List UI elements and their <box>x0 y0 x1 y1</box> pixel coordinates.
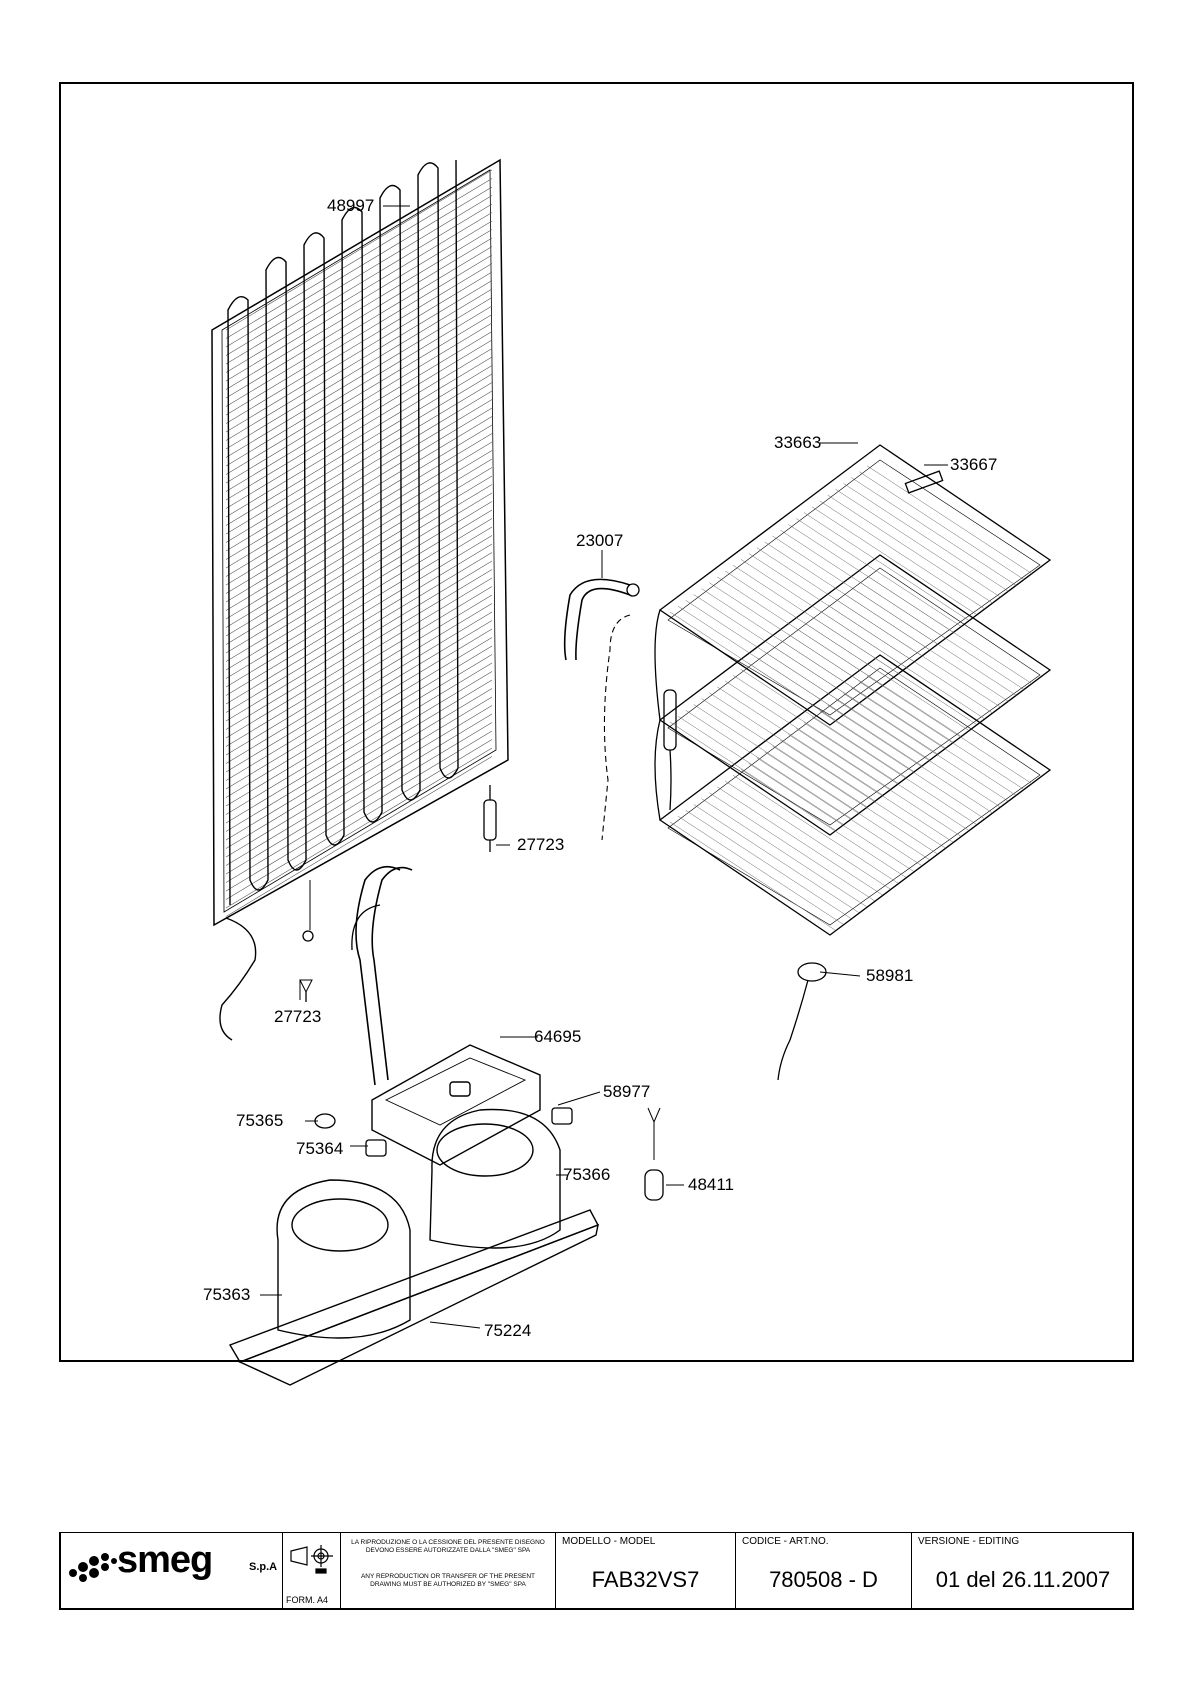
base-plate <box>228 1209 599 1386</box>
callout-75366: 75366 <box>563 1165 611 1184</box>
code-label: CODICE - ART.NO. <box>742 1536 829 1547</box>
leader-lines <box>260 205 948 1329</box>
connector-58977 <box>551 1107 573 1125</box>
brand-name: smeg <box>117 1539 213 1581</box>
smeg-logo: smeg S.p.A <box>65 1539 285 1599</box>
callout-64695: 64695 <box>534 1027 582 1046</box>
thermostat <box>777 962 827 1081</box>
callout-27723-valve: 27723 <box>274 1007 322 1026</box>
notice-italian: LA RIPRODUZIONE O LA CESSIONE DEL PRESEN… <box>351 1539 545 1554</box>
callout-33667: 33667 <box>950 455 998 474</box>
title-block: smeg S.p.A FORM. A4 LA RIPRODUZIONE O LA… <box>59 1532 1134 1610</box>
callout-27723-drier: 27723 <box>517 835 565 854</box>
callout-75364: 75364 <box>296 1139 344 1158</box>
model-value: FAB32VS7 <box>591 1567 700 1592</box>
drier-filter <box>483 785 497 852</box>
drip-tray <box>371 1044 541 1166</box>
model-cell: MODELLO - MODEL FAB32VS7 <box>555 1533 735 1608</box>
code-cell: CODICE - ART.NO. 780508 - D <box>735 1533 911 1608</box>
capacitor <box>644 1169 664 1201</box>
version-label: VERSIONE - EDITING <box>918 1536 1020 1547</box>
smeg-dots-logo-icon <box>69 1553 117 1582</box>
third-angle-projection-icon <box>290 1545 333 1574</box>
callout-75365: 75365 <box>236 1111 284 1130</box>
form-label: FORM. A4 <box>286 1595 329 1605</box>
notice-cell: LA RIPRODUZIONE O LA CESSIONE DEL PRESEN… <box>340 1533 555 1608</box>
callout-75224: 75224 <box>484 1321 532 1340</box>
callout-48997: 48997 <box>327 196 375 215</box>
model-label: MODELLO - MODEL <box>562 1536 656 1547</box>
compressor-left <box>276 1179 411 1339</box>
callout-23007: 23007 <box>576 531 624 550</box>
code-value: 780508 - D <box>769 1567 878 1592</box>
compressor-right <box>429 1108 561 1249</box>
callout-48411: 48411 <box>688 1175 735 1194</box>
notice-english: ANY REPRODUCTION OR TRANSFER OF THE PRES… <box>360 1573 536 1588</box>
relay <box>365 1139 387 1157</box>
projection-cell: FORM. A4 <box>282 1533 340 1608</box>
callout-33663: 33663 <box>774 433 822 452</box>
condenser-panel <box>211 158 509 1041</box>
brand-suffix: S.p.A <box>249 1561 278 1573</box>
version-cell: VERSIONE - EDITING 01 del 26.11.2007 <box>911 1533 1134 1608</box>
evaporator-shelves <box>654 444 1052 936</box>
callout-58981: 58981 <box>866 966 914 985</box>
callout-58977: 58977 <box>603 1082 651 1101</box>
version-value: 01 del 26.11.2007 <box>935 1567 1111 1592</box>
callout-75363: 75363 <box>203 1285 251 1304</box>
